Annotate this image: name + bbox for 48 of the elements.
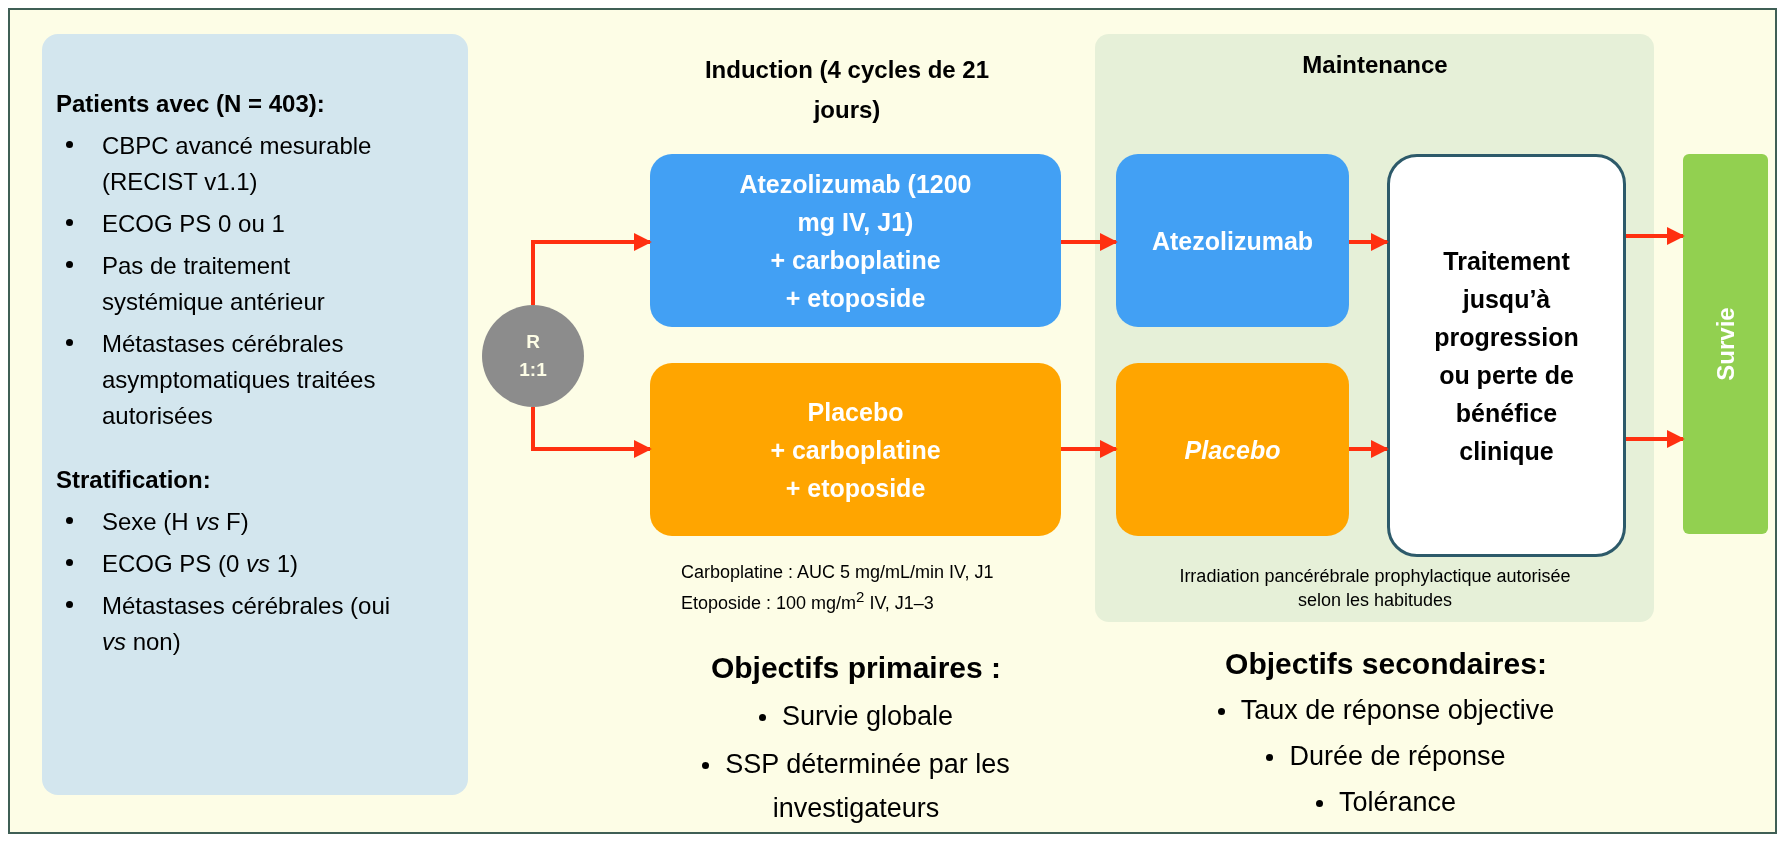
arrow <box>1349 233 1389 251</box>
objectives-heading: Objectifs primaires : <box>709 650 1003 686</box>
treatment-text: Placebo <box>807 396 904 428</box>
treatment-box <box>650 363 1061 536</box>
phase-note: Irradiation pancérébrale prophylactique autorisée selon les habitudes <box>1178 565 1572 612</box>
arrow <box>531 233 652 305</box>
phase-title: Induction (4 cycles de 21 jours) <box>703 55 991 125</box>
criterion-text: Sexe (H vs F) <box>56 504 398 540</box>
arrow <box>1626 227 1685 245</box>
criteria-panel <box>42 34 468 795</box>
phase-title: Maintenance <box>1301 50 1449 80</box>
criterion-text: Métastases cérébrales asymptomatiques traitées autorisées <box>56 326 398 434</box>
dosing-note: Etoposide : 100 mg/m$^{2}$ IV, J1–3 <box>681 587 935 615</box>
outcome-bar <box>1683 154 1768 534</box>
panel-heading: Patients avec (N = 403): <box>56 89 326 119</box>
criterion-text: Pas de traitement systémique antérieur <box>56 248 398 320</box>
treatment-box <box>650 154 1061 327</box>
panel-heading: Stratification: <box>56 465 212 495</box>
treatment-text: Atezolizumab (1200 mg IV, J1) <box>738 168 973 238</box>
arrow <box>1626 430 1685 448</box>
arrow <box>1061 233 1118 251</box>
objective-item: Durée de réponse <box>1161 736 1611 776</box>
treatment-box <box>1116 154 1349 327</box>
objectives-heading: Objectifs secondaires: <box>1224 646 1548 682</box>
criterion-text: CBPC avancé mesurable (RECIST v1.1) <box>56 128 398 200</box>
arrow <box>1061 440 1118 458</box>
treatment-text: + carboplatine <box>770 434 941 466</box>
objective-item: Taux de réponse objective <box>1161 690 1611 730</box>
objective-item: SSP déterminée par les investigateurs <box>636 742 1076 830</box>
process-box <box>1387 154 1626 557</box>
treatment-text: + etoposide <box>785 472 926 504</box>
treatment-text: Atezolizumab <box>1151 225 1314 257</box>
randomization-text: R 1:1 <box>518 330 548 382</box>
treatment-text: + etoposide <box>785 282 926 314</box>
phase-panel <box>1095 34 1654 622</box>
arrow <box>1349 440 1389 458</box>
objective-item: Survie globale <box>656 696 1056 736</box>
criterion-text: ECOG PS 0 ou 1 <box>56 206 398 242</box>
treatment-box <box>1116 363 1349 536</box>
treatment-text: + carboplatine <box>770 244 941 276</box>
arrow <box>531 407 652 458</box>
treatment-text: Traitement jusqu’à progression ou perte de bénéfice clinique <box>1433 245 1580 467</box>
criterion-text: Métastases cérébrales (oui vs non) <box>56 588 398 660</box>
outcome-text: Survie <box>1711 307 1740 381</box>
dosing-note: Carboplatine : AUC 5 mg/mL/min IV, J1 <box>681 561 995 584</box>
objective-item: Tolérance <box>1161 782 1611 822</box>
treatment-text: Placebo <box>1184 434 1281 466</box>
criterion-text: ECOG PS (0 vs 1) <box>56 546 398 582</box>
